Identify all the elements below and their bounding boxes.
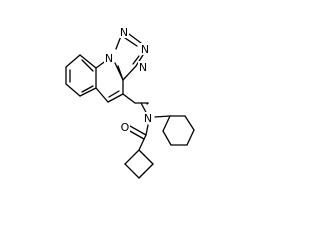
bond: [107, 93, 124, 103]
bond: [128, 33, 142, 44]
bond-double: [81, 59, 94, 72]
bond: [135, 54, 144, 67]
bond-double: [127, 129, 145, 140]
bond: [124, 149, 140, 165]
bond: [146, 102, 149, 105]
bond: [114, 62, 124, 81]
atom-labels: N N N N O N: [104, 26, 153, 134]
atom-label-n-amide: N: [144, 112, 152, 125]
bond-double: [108, 90, 120, 98]
atom-label-n-ring1: N: [105, 52, 113, 65]
bond: [65, 83, 81, 97]
molecule-structure-diagram: N N N N O N: [65, 26, 195, 179]
atom-label-n-ring2: N: [120, 26, 128, 39]
bond: [162, 115, 171, 132]
bond: [65, 54, 81, 68]
bond-double: [81, 85, 94, 93]
atom-label-n-ring3: N: [141, 43, 149, 56]
bond: [124, 163, 140, 179]
bond: [115, 35, 122, 50]
bond: [138, 134, 147, 151]
bond: [122, 65, 137, 81]
bond: [145, 124, 149, 136]
bond: [129, 125, 147, 136]
bond: [162, 130, 172, 146]
bond: [186, 129, 195, 146]
atom-label-n-ring4: N: [139, 61, 147, 74]
bond: [138, 149, 154, 165]
bond: [122, 93, 136, 104]
bond: [138, 163, 154, 179]
bond-double: [132, 55, 140, 65]
bond: [79, 54, 97, 69]
atom-label-o-carbonyl: O: [121, 121, 130, 134]
bond: [95, 87, 109, 103]
bond: [154, 115, 171, 118]
bond: [79, 87, 97, 97]
bond-lines: [65, 33, 195, 179]
bond: [184, 115, 195, 131]
bond-double: [124, 37, 138, 47]
